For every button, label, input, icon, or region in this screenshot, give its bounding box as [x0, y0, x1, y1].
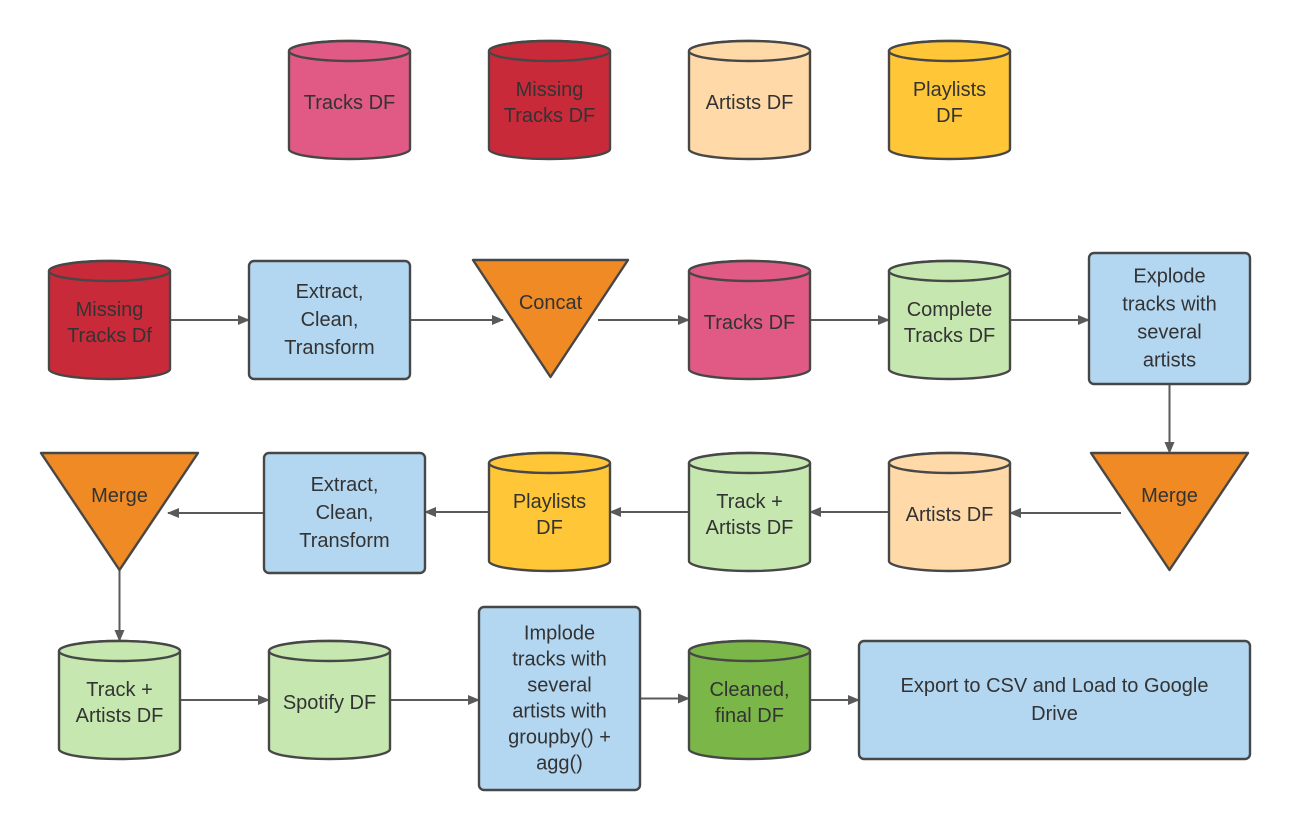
track-artists-2-cylinder-top: [57, 639, 182, 663]
spotify-df-label-line: Spotify DF: [283, 692, 376, 714]
implode-box: [477, 605, 642, 792]
implode-node: Implode tracks with several artists with gro…: [477, 605, 642, 792]
legend-artists-cylinder-top: [687, 39, 812, 63]
merge-2-triangle: [39, 451, 200, 572]
tracks-df-cylinder-top: [687, 259, 812, 283]
track-artists-2-label-line: Track +: [86, 679, 153, 701]
implode-label-line: several: [527, 675, 591, 697]
concat-triangle: [471, 258, 630, 379]
explode-label-line: several: [1137, 322, 1201, 344]
export-label-line: Drive: [1031, 703, 1078, 725]
missing-tracks-label-line: Missing: [76, 299, 144, 321]
implode-label-line: groupby() +: [508, 727, 611, 749]
cleaned-final-label-line: Cleaned,: [709, 679, 789, 701]
extract-1-label-line: Transform: [284, 337, 374, 359]
legend-playlists-label-line: DF: [936, 105, 963, 127]
playlists-df-label-line: Playlists: [513, 491, 586, 513]
legend-missing-label-line: Missing: [516, 79, 584, 101]
missing-tracks-label-line: Tracks Df: [67, 325, 152, 347]
extract-2-label-line: Extract,: [311, 474, 379, 496]
implode-label-line: agg(): [536, 753, 583, 775]
legend-missing-label-line: Tracks DF: [504, 105, 595, 127]
legend-artists-label-line: Artists DF: [706, 92, 794, 114]
track-artists-1-node: Track + Artists DF: [687, 451, 812, 573]
spotify-df-node: Spotify DF: [267, 639, 392, 761]
merge-2-node: Merge: [39, 451, 200, 572]
edges-layer: [114, 315, 1175, 705]
merge-1-triangle: [1089, 451, 1250, 572]
legend-missing-cylinder-top: [487, 39, 612, 63]
cleaned-final-node: Cleaned, final DF: [687, 639, 812, 761]
complete-tracks-label-line: Tracks DF: [904, 325, 995, 347]
extract-2-label-line: Clean,: [316, 502, 374, 524]
extract-1-box: [247, 259, 412, 381]
legend-playlists-label-line: Playlists: [913, 79, 986, 101]
legend-playlists-cylinder-top: [887, 39, 1012, 63]
spotify-df-cylinder-top: [267, 639, 392, 663]
legend-tracks-cylinder-top: [287, 39, 412, 63]
tracks-df-node: Tracks DF: [687, 259, 812, 381]
extract-1-node: Extract, Clean, Transform: [247, 259, 412, 381]
export-box: [857, 639, 1252, 761]
extract-2-box: [262, 451, 427, 575]
explode-label-line: tracks with: [1122, 294, 1216, 316]
cleaned-final-cylinder-top: [687, 639, 812, 663]
explode-node: Explode tracks with several artists: [1087, 251, 1252, 386]
extract-1-label-line: Extract,: [296, 281, 364, 303]
explode-label-line: Explode: [1133, 266, 1205, 288]
tracks-df-label-line: Tracks DF: [704, 312, 795, 334]
track-artists-1-cylinder-top: [687, 451, 812, 475]
complete-tracks-label-line: Complete: [907, 299, 993, 321]
playlists-df-label-line: DF: [536, 517, 563, 539]
export-label-line: Export to CSV and Load to Google: [901, 675, 1209, 697]
cleaned-final-label-line: final DF: [715, 705, 784, 727]
extract-2-node: Extract, Clean, Transform: [262, 451, 427, 575]
artists-df-node: Artists DF: [887, 451, 1012, 573]
implode-label-line: tracks with: [512, 649, 606, 671]
legend-artists-node: Artists DF: [687, 39, 812, 161]
track-artists-2-node: Track + Artists DF: [57, 639, 182, 761]
explode-label-line: artists: [1143, 350, 1196, 372]
track-artists-2-label-line: Artists DF: [76, 705, 164, 727]
implode-label-line: Implode: [524, 623, 595, 645]
track-artists-1-label-line: Artists DF: [706, 517, 794, 539]
merge-1-node: Merge: [1089, 451, 1250, 572]
extract-1-label-line: Clean,: [301, 309, 359, 331]
legend-tracks-node: Tracks DF: [287, 39, 412, 161]
concat-node: Concat: [471, 258, 630, 379]
missing-tracks-cylinder-top: [47, 259, 172, 283]
playlists-df-cylinder-top: [487, 451, 612, 475]
legend-tracks-label-line: Tracks DF: [304, 92, 395, 114]
artists-df-label-line: Artists DF: [906, 504, 994, 526]
complete-tracks-cylinder-top: [887, 259, 1012, 283]
artists-df-cylinder-top: [887, 451, 1012, 475]
concat-label-line: Concat: [519, 292, 583, 314]
implode-label-line: artists with: [512, 701, 606, 723]
explode-box: [1087, 251, 1252, 386]
merge-1-label-line: Merge: [1141, 485, 1198, 507]
track-artists-1-label-line: Track +: [716, 491, 783, 513]
merge-2-label-line: Merge: [91, 485, 148, 507]
extract-2-label-line: Transform: [299, 530, 389, 552]
